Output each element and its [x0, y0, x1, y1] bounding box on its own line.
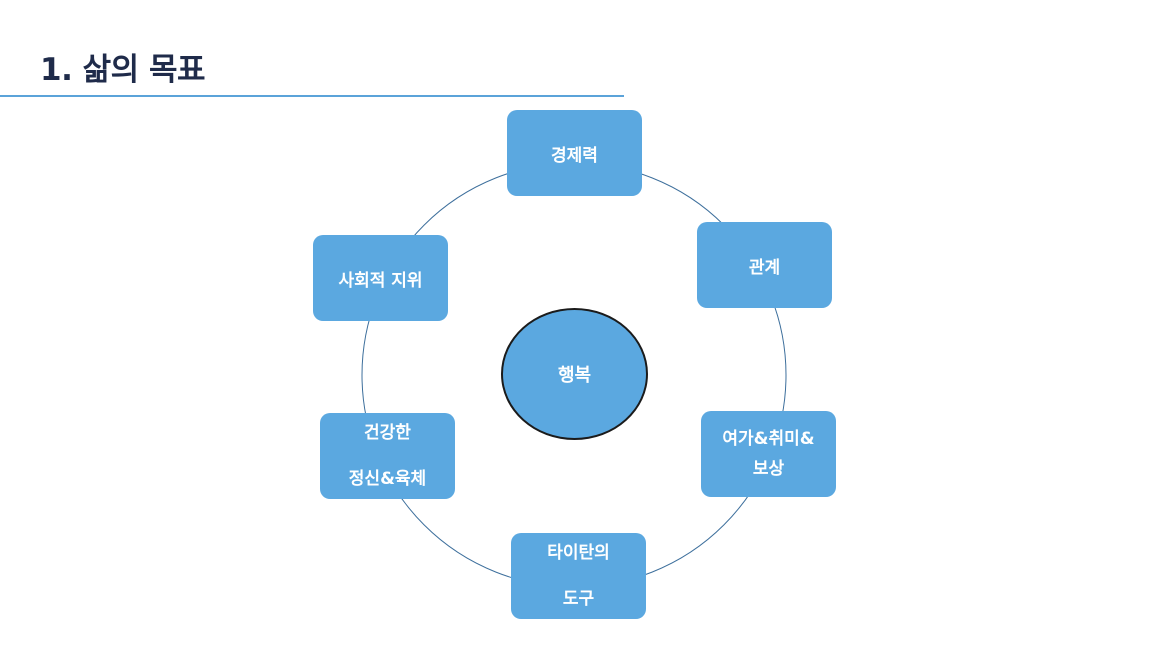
- center-node-label: 행복: [557, 365, 592, 386]
- node-health-label-line2: 정신&육체: [348, 469, 427, 489]
- node-health-label-line1: 건강한: [364, 423, 411, 443]
- node-social-status-label: 사회적 지위: [338, 270, 423, 291]
- node-leisure-label-line2: 보상: [752, 459, 785, 479]
- node-leisure: 여가&취미& 보상: [701, 411, 836, 497]
- title-underline: [0, 95, 624, 97]
- node-finance-label: 경제력: [551, 145, 598, 166]
- node-finance: 경제력: [507, 110, 642, 196]
- node-leisure-label-line1: 여가&취미&: [722, 429, 815, 449]
- node-titan-tools-label-line1: 타이탄의: [547, 543, 610, 563]
- node-titan-tools-label-line2: 도구: [562, 589, 595, 609]
- center-node-happiness: 행복: [501, 308, 648, 440]
- node-titan-tools: 타이탄의 도구: [511, 533, 646, 619]
- slide-title: 1. 삶의 목표: [40, 52, 206, 88]
- node-health: 건강한 정신&육체: [320, 413, 455, 499]
- node-social-status: 사회적 지위: [313, 235, 448, 321]
- node-relationship: 관계: [697, 222, 832, 308]
- node-relationship-label: 관계: [748, 257, 781, 278]
